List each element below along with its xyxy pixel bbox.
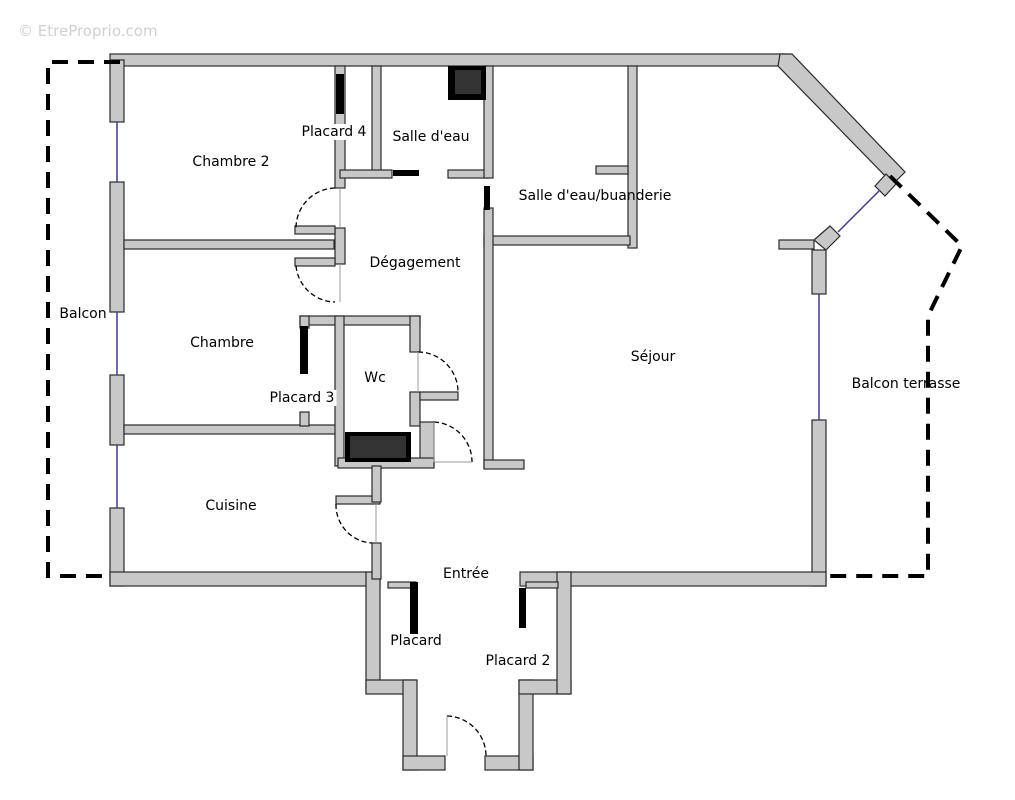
room-label-sejour: Séjour [630,349,676,365]
door-swings [295,187,487,757]
room-label-chambre-2: Chambre 2 [192,154,270,170]
room-label-balcon-terrasse: Balcon terrasse [851,376,961,392]
room-label-salle-d-eau-buanderie: Salle d'eau/buanderie [518,188,672,204]
room-label-salle-d-eau: Salle d'eau [392,129,470,145]
walls [109,53,906,771]
room-label-placard-3: Placard 3 [267,390,337,406]
door-leaves [339,188,472,756]
balcony-outlines [46,60,965,578]
room-label-placard-4: Placard 4 [299,124,369,140]
room-label-placard-2: Placard 2 [485,653,551,669]
watermark: © EtreProprio.com [18,22,158,40]
room-label-balcon: Balcon [57,306,109,322]
room-label-degagement: Dégagement [369,255,461,271]
room-label-placard: Placard [390,633,442,649]
room-label-chambre: Chambre [190,335,254,351]
duct-shaft [350,436,406,458]
room-label-entree: Entrée [441,566,491,582]
room-label-cuisine: Cuisine [205,498,257,514]
windows [116,122,881,508]
room-label-wc: Wc [364,370,386,386]
chimney-shaft [455,70,481,94]
